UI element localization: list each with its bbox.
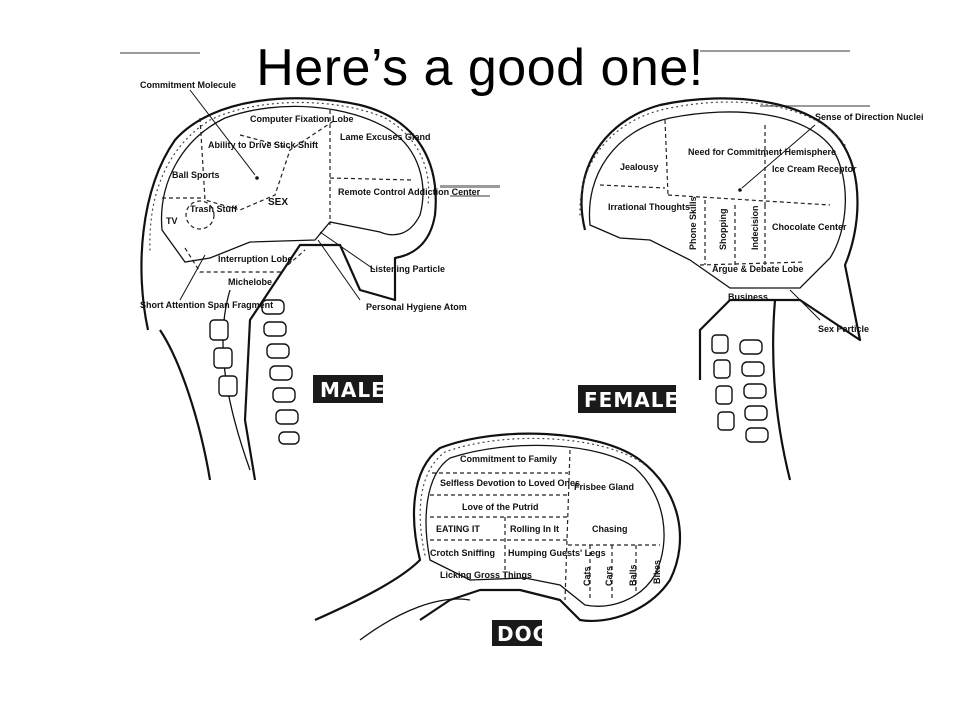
dog-region-rolling: Rolling In It bbox=[510, 524, 559, 534]
male-region-ball-sports: Ball Sports bbox=[172, 170, 220, 180]
dog-region-putrid: Love of the Putrid bbox=[462, 502, 539, 512]
dog-region-humping: Humping Guests' Legs bbox=[508, 548, 606, 558]
slide-title: Here’s a good one! bbox=[256, 39, 704, 97]
female-region-business: Business bbox=[728, 292, 768, 302]
female-head-drawing bbox=[579, 97, 862, 481]
male-badge-text: MALE bbox=[320, 378, 386, 402]
dog-badge: DOG bbox=[492, 620, 550, 646]
male-callout-listening: Listening Particle bbox=[370, 264, 445, 274]
female-badge: FEMALE bbox=[578, 385, 679, 413]
female-callout-sex-particle: Sex Particle bbox=[818, 324, 869, 334]
female-callout-direction: Sense of Direction Nuclei bbox=[815, 112, 924, 122]
female-badge-text: FEMALE bbox=[584, 388, 679, 412]
female-region-indecision: Indecision bbox=[750, 205, 760, 250]
female-region-jealousy: Jealousy bbox=[620, 162, 659, 172]
dog-region-licking: Licking Gross Things bbox=[440, 570, 532, 580]
dog-head-drawing bbox=[314, 432, 682, 641]
dog-region-cars: Cars bbox=[604, 566, 614, 586]
female-region-argue: Argue & Debate Lobe bbox=[712, 264, 804, 274]
scan-noise bbox=[120, 50, 870, 197]
dog-badge-text: DOG bbox=[497, 622, 550, 646]
dog-region-commitment-family: Commitment to Family bbox=[460, 454, 557, 464]
female-region-chocolate: Chocolate Center bbox=[772, 222, 847, 232]
male-region-sex: SEX bbox=[268, 197, 288, 208]
female-region-irrational: Irrational Thoughts bbox=[608, 202, 690, 212]
female-region-need-commitment: Need for Commitment Hemisphere bbox=[688, 147, 836, 157]
dog-region-cats: Cats bbox=[582, 566, 592, 586]
dog-region-balls: Balls bbox=[628, 564, 638, 586]
dog-region-bikes: Bikes bbox=[652, 560, 662, 584]
male-region-lame-excuses: Lame Excuses Gland bbox=[340, 132, 431, 142]
male-region-trash-stuff: Trash Stuff bbox=[190, 204, 238, 214]
male-region-remote-control: Remote Control Addiction Center bbox=[338, 187, 481, 197]
female-region-ice-cream: Ice Cream Receptor bbox=[772, 164, 857, 174]
female-region-shopping: Shopping bbox=[718, 209, 728, 251]
male-region-computer-fixation: Computer Fixation Lobe bbox=[250, 114, 354, 124]
dog-region-eating: EATING IT bbox=[436, 524, 480, 534]
dog-region-crotch: Crotch Sniffing bbox=[430, 548, 495, 558]
male-region-interruption: Interruption Lobe bbox=[218, 254, 293, 264]
female-region-phone-skills: Phone Skills bbox=[688, 196, 698, 250]
male-callout-hygiene: Personal Hygiene Atom bbox=[366, 302, 467, 312]
male-head-drawing bbox=[140, 89, 437, 481]
male-callout-short-attention: Short Attention Span Fragment bbox=[140, 300, 273, 310]
male-region-michelobe: Michelobe bbox=[228, 277, 272, 287]
male-region-ability: Ability to Drive Stick Shift bbox=[208, 140, 318, 150]
dog-region-selfless: Selfless Devotion to Loved Ones bbox=[440, 478, 580, 488]
dog-region-frisbee: Frisbee Gland bbox=[574, 482, 634, 492]
male-badge: MALE bbox=[313, 375, 386, 403]
dog-region-chasing: Chasing bbox=[592, 524, 628, 534]
male-region-tv: TV bbox=[166, 216, 178, 226]
male-callout-commitment: Commitment Molecule bbox=[140, 80, 236, 90]
